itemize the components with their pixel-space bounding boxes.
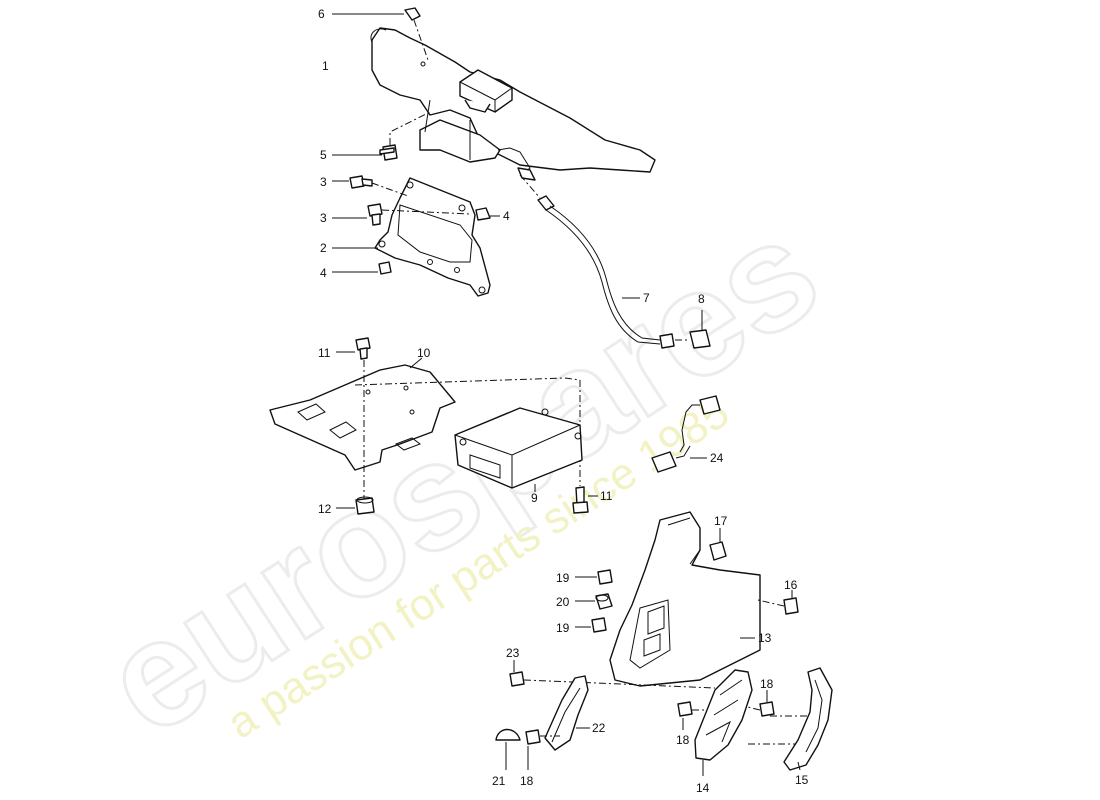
part-10-tray [269,357,456,471]
part-7-cable [519,174,675,349]
callout-15: 15 [795,773,809,787]
part-3-bolt-a [332,175,409,197]
part-9-control-unit [454,407,583,492]
callout-24: 24 [710,451,724,465]
callout-21: 21 [492,774,506,788]
part-16-screw [757,590,799,615]
callout-4a: 4 [503,209,510,223]
part-18-screw-a [525,729,560,770]
part-1-upper-bracket [370,27,656,181]
callout-18c: 18 [760,677,774,691]
callout-18a: 18 [520,774,534,788]
callout-13: 13 [758,631,772,645]
callout-5: 5 [320,148,327,162]
part-24-harness [651,395,721,473]
part-19-clip-b [575,617,607,633]
callout-23: 23 [506,646,520,660]
part-12-grommet [336,496,375,515]
part-13-trim-panel [609,511,761,687]
part-4-clip-b [332,261,392,275]
callout-6: 6 [318,7,325,21]
part-23-screw [509,660,716,689]
callout-10: 10 [417,346,431,360]
part-17-clip [709,528,727,561]
callout-14: 14 [696,781,710,795]
callout-22: 22 [592,721,606,735]
callout-3a: 3 [320,175,327,189]
part-4-clip-a [475,207,500,221]
callout-19a: 19 [556,571,570,585]
part-6-clip [332,7,429,61]
callout-16: 16 [784,578,798,592]
part-20-grommet [575,593,613,610]
callout-4b: 4 [320,266,327,280]
callout-12: 12 [318,502,332,516]
callout-3b: 3 [320,211,327,225]
part-14-switch-panel [694,669,808,776]
part-15-end-trim [770,667,833,771]
callout-17: 17 [714,514,728,528]
part-21-knob [495,728,521,770]
callout-7: 7 [643,291,650,305]
part-19-clip-a [575,569,613,585]
callout-11b: 11 [600,489,613,503]
callout-20: 20 [556,595,570,609]
part-11-bolt-a [336,337,371,500]
callout-8: 8 [698,292,705,306]
part-3-bolt-b [332,203,471,226]
callout-1: 1 [322,59,329,73]
callout-11a: 11 [318,346,331,360]
part-2-bracket [332,177,491,297]
callout-18b: 18 [676,733,690,747]
part-11-bolt-b [572,380,598,514]
part-8-connector [675,310,711,349]
callout-labels: 6 1 5 3 3 4 2 4 7 8 11 10 24 9 11 12 17 … [318,7,809,795]
callout-19b: 19 [556,621,570,635]
callout-2: 2 [320,241,327,255]
part-22-cover [544,675,590,751]
part-5-screw [332,111,431,161]
assembly-line-10-9 [354,377,581,386]
part-18-screw-b [677,701,720,730]
callout-9: 9 [531,491,538,505]
